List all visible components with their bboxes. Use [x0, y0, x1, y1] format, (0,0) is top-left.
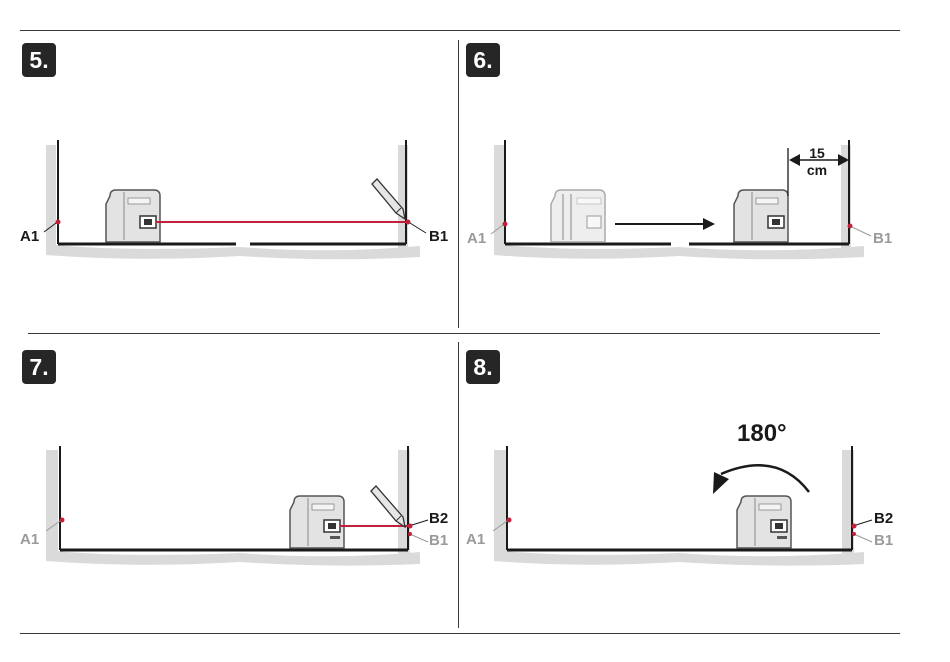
mark-b1: [406, 220, 411, 225]
label-a1: A1: [20, 532, 39, 548]
label-b1: B1: [873, 231, 892, 247]
b1-leader: [852, 227, 871, 236]
floor-shadow: [46, 550, 420, 566]
mark-b1: [852, 532, 856, 536]
laser-level-device: [737, 496, 791, 548]
rotation-label: 180°: [737, 420, 787, 448]
step-8-scene: [459, 334, 909, 633]
step-5-scene: [0, 0, 458, 333]
label-a1: A1: [467, 231, 486, 247]
laser-level-device: [734, 190, 788, 242]
mark-a1: [503, 222, 508, 227]
step-7-scene: [0, 334, 458, 633]
wall-shadow-left: [46, 145, 56, 250]
rotate-arrow-icon: [713, 465, 809, 494]
label-b1: B1: [429, 533, 448, 549]
label-b1: B1: [429, 229, 448, 245]
b2-leader: [856, 520, 872, 525]
label-a1: A1: [20, 229, 39, 245]
mark-b1: [408, 532, 412, 536]
wall-shadow-left: [46, 450, 58, 556]
mark-b1: [848, 224, 853, 229]
step-panel-5: 5.: [0, 0, 458, 333]
label-a1: A1: [466, 532, 485, 548]
wall-shadow-left: [494, 450, 507, 556]
laser-level-device: [106, 190, 160, 242]
b1-leader: [412, 535, 428, 542]
mark-b2: [408, 524, 413, 529]
bottom-rule: [20, 633, 900, 634]
mark-a1: [507, 518, 512, 523]
floor-shadow: [494, 244, 864, 259]
step-6-scene: [459, 0, 909, 333]
floor-shadow: [494, 550, 864, 566]
b1-leader: [856, 535, 872, 542]
laser-level-device: [290, 496, 344, 548]
distance-value: 15: [803, 146, 831, 160]
step-panel-8: 8.: [459, 334, 909, 633]
label-b2: B2: [429, 511, 448, 527]
wall-shadow-left: [494, 145, 505, 250]
b1-leader: [410, 223, 426, 233]
mark-a1: [56, 220, 61, 225]
arrow-right-icon: [615, 218, 715, 230]
b2-leader: [412, 520, 428, 525]
floor-shadow: [46, 244, 420, 259]
step-panel-7: 7.: [0, 334, 458, 633]
laser-level-device-faded: [551, 190, 605, 242]
step-panel-6: 6.: [459, 0, 909, 333]
label-b1: B1: [874, 533, 893, 549]
label-b2: B2: [874, 511, 893, 527]
mark-b2: [852, 524, 857, 529]
distance-unit: cm: [801, 163, 833, 177]
mark-a1: [60, 518, 65, 523]
